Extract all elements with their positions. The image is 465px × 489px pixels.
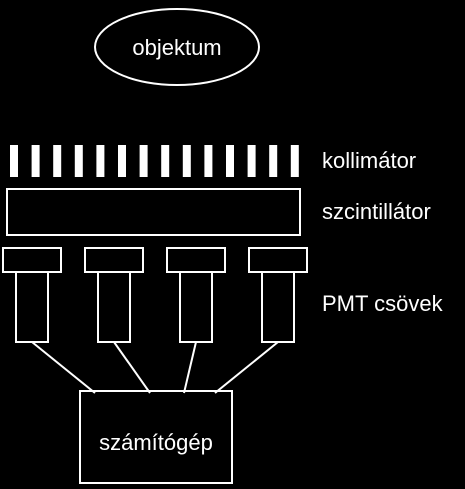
pmt-tube [166, 247, 226, 343]
collimator-septum [247, 145, 256, 177]
scintillator-crystal [6, 188, 301, 236]
pmt-array [2, 247, 308, 343]
collimator-septum [182, 145, 191, 177]
collimator-septum [139, 145, 148, 177]
pmt-body [15, 271, 49, 343]
pmt-body [97, 271, 131, 343]
collimator-label: kollimátor [322, 148, 416, 173]
computer-label: számítógép [99, 430, 213, 455]
pmt-tube [84, 247, 144, 343]
collimator [10, 145, 299, 177]
pmt-photocathode [166, 247, 226, 273]
computer-box [79, 390, 233, 484]
object-label: objektum [132, 35, 221, 60]
collimator-septum [53, 145, 62, 177]
collimator-septum [10, 145, 18, 177]
pmt-body [261, 271, 295, 343]
computer-node: számítógép [79, 390, 233, 484]
collimator-septum [96, 145, 105, 177]
collimator-septum [226, 145, 234, 177]
collimator-septum [161, 145, 170, 177]
collimator-septum [74, 145, 83, 177]
pmt-tube [2, 247, 62, 343]
signal-wire [183, 341, 197, 394]
pmt-body [179, 271, 213, 343]
collimator-septum [204, 145, 213, 177]
pmt-tube [248, 247, 308, 343]
collimator-septum [118, 145, 126, 177]
signal-wire [113, 341, 151, 394]
scintillator-label: szcintillátor [322, 199, 431, 224]
pmt-photocathode [248, 247, 308, 273]
signal-wires [31, 341, 279, 394]
signal-wire [214, 341, 279, 394]
collimator-septum [290, 145, 299, 177]
collimator-septum [31, 145, 40, 177]
pmt-photocathode [2, 247, 62, 273]
collimator-septum [269, 145, 278, 177]
signal-wire [31, 341, 96, 394]
pmt-photocathode [84, 247, 144, 273]
pmt-label: PMT csövek [322, 291, 444, 316]
object-node: objektum [94, 8, 260, 86]
object-ellipse [94, 8, 260, 86]
